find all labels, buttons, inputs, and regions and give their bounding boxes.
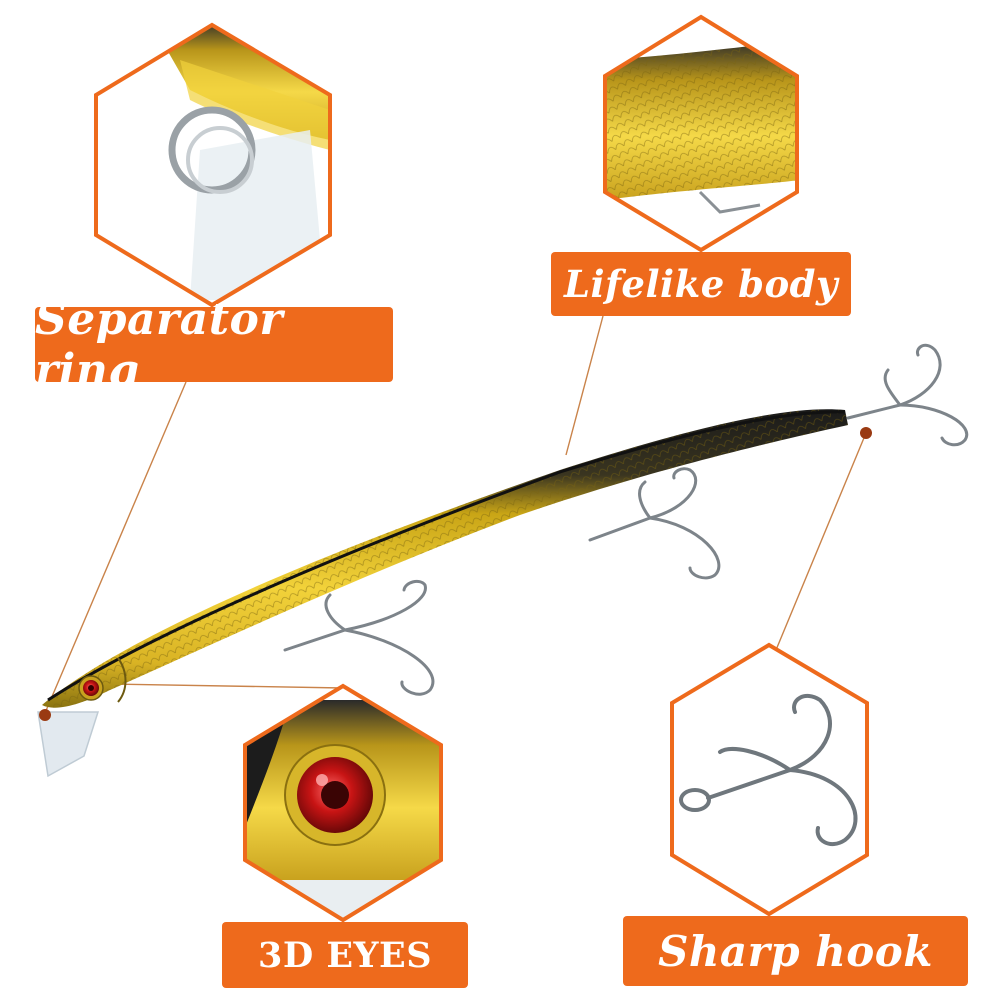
separator-ring-closeup [94, 22, 332, 308]
treble-hook-closeup [670, 642, 869, 917]
treble-hook-icon [283, 343, 969, 696]
eyes-label-text: 3D EYES [257, 934, 432, 976]
separator-ring-label: Separator ring [35, 294, 393, 396]
ring-marker-dot [39, 709, 51, 721]
eyes-label: 3D EYES [222, 922, 468, 988]
sharp-hook-label: Sharp hook [623, 916, 968, 986]
lifelike-body-closeup [603, 14, 799, 253]
eye-closeup [243, 683, 443, 923]
lifelike-body-label-text: Lifelike body [563, 262, 839, 306]
fishing-lure [37, 409, 872, 778]
hook-marker-dot [860, 427, 872, 439]
lifelike-body-label: Lifelike body [551, 252, 851, 316]
sharp-hook-label-text: Sharp hook [658, 926, 933, 976]
separator-ring-label-text: Separator ring [35, 293, 284, 396]
leader-lines [44, 315, 867, 714]
lure-lip [37, 711, 100, 778]
